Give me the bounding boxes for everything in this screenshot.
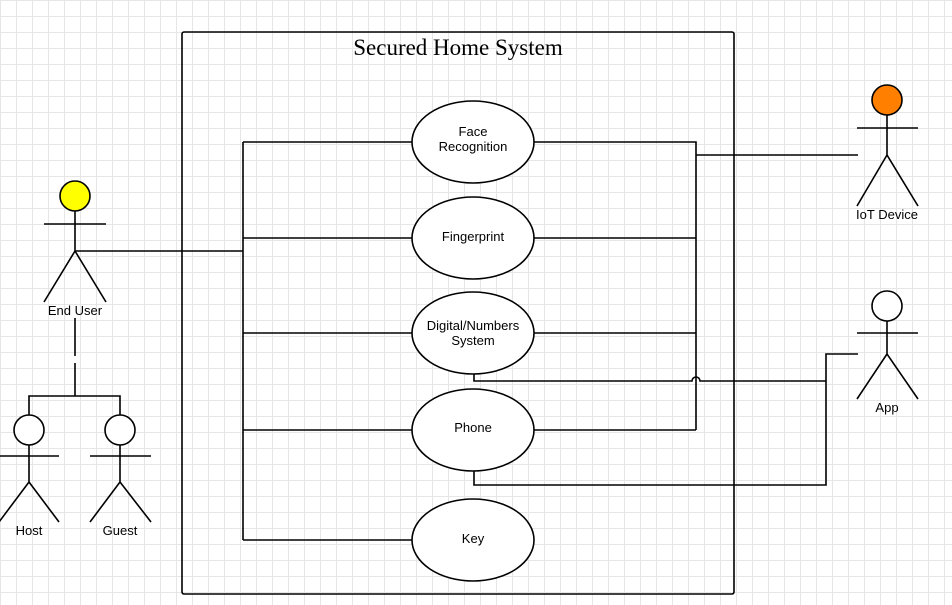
actor-body-icon <box>43 211 107 303</box>
right-bus-line <box>534 141 697 430</box>
use-case-key[interactable]: Key <box>411 498 535 582</box>
use-case-ellipse <box>411 100 535 184</box>
actor-host[interactable]: Host <box>0 414 60 538</box>
actor-label: Guest <box>103 523 138 538</box>
actor-label: App <box>875 400 898 415</box>
app-connector-phone <box>473 353 858 486</box>
use-case-label: Fingerprint <box>442 229 505 244</box>
actor-iot-device[interactable]: IoT Device <box>856 84 919 222</box>
use-case-label: Phone <box>454 420 492 435</box>
use-case-label-line-2: System <box>451 333 494 348</box>
system-title: Secured Home System <box>353 35 563 60</box>
actor-end-user[interactable]: End User <box>43 180 107 318</box>
use-case-digital-numbers-system[interactable]: Digital/Numbers System <box>411 291 535 375</box>
actor-body-icon <box>89 445 152 523</box>
use-case-fingerprint[interactable]: Fingerprint <box>411 196 535 280</box>
generalization-branches <box>28 395 121 416</box>
actor-body-icon <box>856 321 919 400</box>
use-case-label-line-1: Digital/Numbers <box>427 318 520 333</box>
use-case-phone[interactable]: Phone <box>411 388 535 472</box>
actor-head-icon <box>59 180 91 212</box>
actor-app[interactable]: App <box>856 290 919 415</box>
actor-body-icon <box>856 115 919 207</box>
use-case-ellipse <box>411 196 535 280</box>
actor-head-icon <box>104 414 136 446</box>
actor-label: End User <box>48 303 103 318</box>
actor-label: IoT Device <box>856 207 918 222</box>
use-case-ellipse <box>411 388 535 472</box>
connectors <box>28 141 858 541</box>
use-case-label-line-2: Recognition <box>439 139 508 154</box>
actor-head-icon <box>871 84 903 116</box>
app-connector-digital <box>473 372 826 382</box>
use-case-ellipse <box>411 498 535 582</box>
use-case-ellipse <box>411 291 535 375</box>
actor-body-icon <box>0 445 60 523</box>
actor-guest[interactable]: Guest <box>89 414 152 538</box>
actor-head-icon <box>13 414 45 446</box>
actor-label: Host <box>16 523 43 538</box>
use-case-label-line-1: Face <box>459 124 488 139</box>
use-case-label: Key <box>462 531 485 546</box>
system-boundary <box>181 31 735 595</box>
actor-head-icon <box>871 290 903 322</box>
use-case-face-recognition[interactable]: Face Recognition <box>411 100 535 184</box>
